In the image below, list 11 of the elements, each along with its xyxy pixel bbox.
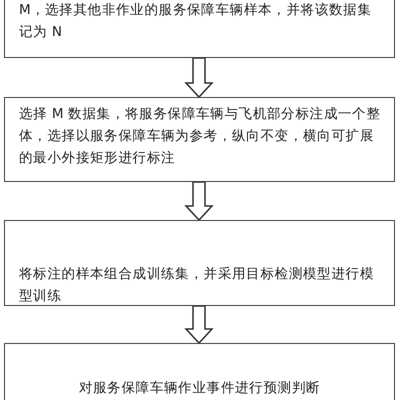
process-box	[4, 343, 395, 400]
block-arrow	[184, 181, 214, 222]
step-text: 选择 M 数据集，将服务保障车辆与飞机部分标注成一个整体，选择以服务保障车辆为参考，纵向不变，横向可扩展的最小外接矩形进行标注	[19, 105, 382, 168]
process-box	[4, 0, 395, 58]
block-arrow	[184, 57, 214, 98]
step-text: 对服务保障车辆作业事件进行预测判断	[78, 379, 320, 398]
block-arrow	[184, 305, 214, 344]
process-box	[4, 220, 395, 306]
step-text: M，选择其他非作业的服务保障车辆样本，并将该数据集记为 N	[19, 1, 373, 42]
step-text: 将标注的样本组合成训练集，并采用目标检测模型进行模型训练	[19, 265, 375, 306]
process-box	[4, 97, 395, 182]
